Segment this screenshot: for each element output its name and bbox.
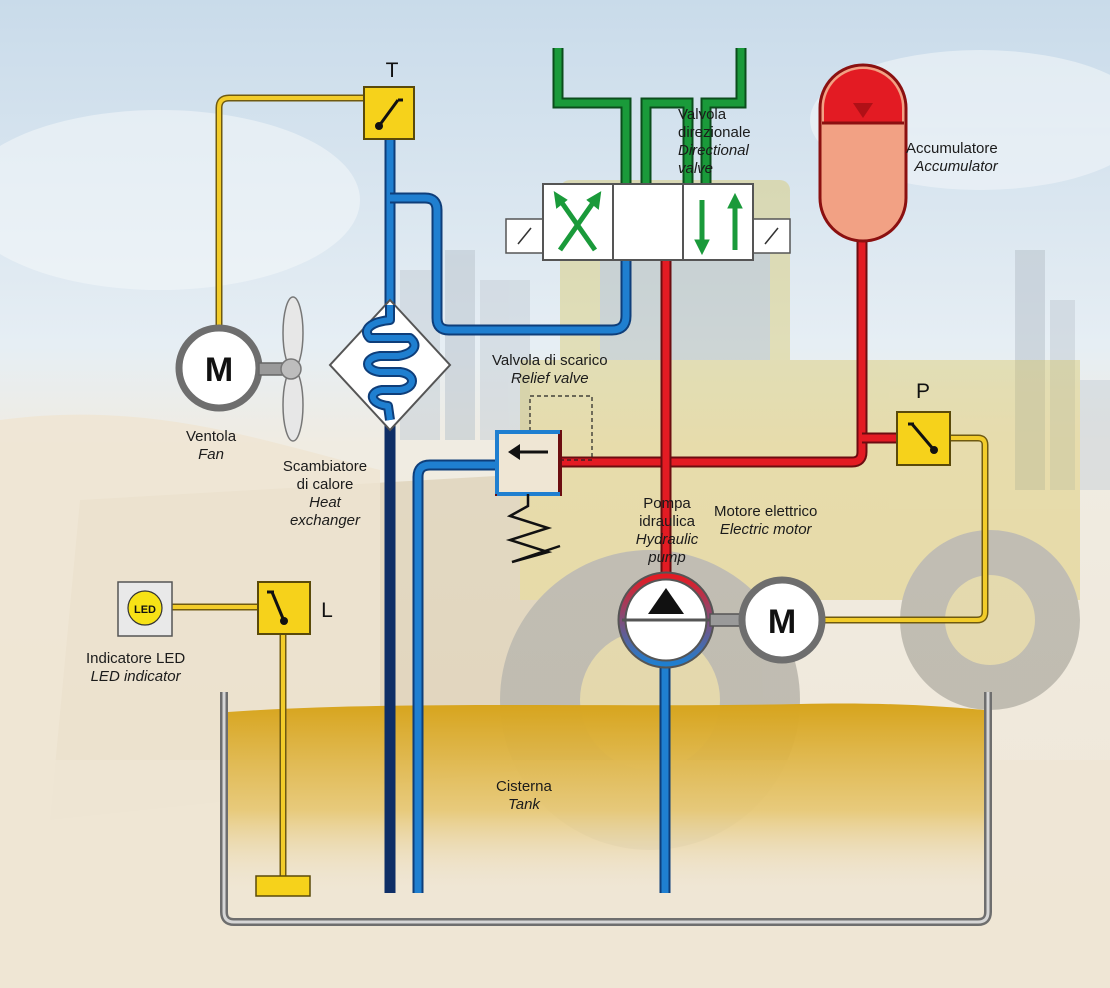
valve-cross-arrows — [553, 190, 602, 252]
level-switch[interactable] — [257, 581, 311, 635]
tank-wall-inner — [222, 692, 990, 924]
level-switch-label: L — [321, 599, 333, 622]
tank-oil — [228, 703, 984, 898]
label-hydraulic-pump: Pompa idraulica Hydraulic pump — [635, 495, 699, 566]
valve-parallel-arrows — [694, 192, 743, 256]
label-led-indicator: Indicatore LED LED indicator — [86, 650, 186, 685]
electric-motor[interactable]: M — [738, 576, 826, 664]
thermostat-label: T — [386, 59, 399, 82]
accumulator[interactable] — [818, 63, 908, 243]
directional-valve[interactable] — [505, 183, 791, 261]
level-float — [255, 875, 311, 897]
label-heat-exchanger: Scambiatore di calore Heat exchanger — [282, 458, 368, 529]
accumulator-triangle-icon — [853, 103, 873, 118]
heat-exchanger[interactable] — [328, 298, 452, 432]
relief-valve-body — [495, 430, 562, 496]
led-label: LED — [134, 604, 156, 616]
electrical-lines — [169, 94, 989, 880]
valve-solenoid-left — [505, 218, 544, 254]
hydraulic-pump[interactable] — [617, 571, 745, 669]
relief-arrow-icon — [508, 444, 520, 460]
pressure-switch[interactable] — [896, 411, 951, 466]
valve-solenoid-right — [752, 218, 791, 254]
accumulator-gas-chamber — [824, 69, 902, 123]
label-fan: Ventola Fan — [186, 428, 237, 463]
thermostat-switch[interactable] — [363, 86, 415, 140]
pressure-switch-label: P — [916, 380, 930, 403]
label-directional-valve: Valvola direzionale Directional valve — [678, 106, 751, 177]
label-accumulator: Accumulatore Accumulator — [906, 140, 998, 175]
return-lines — [384, 140, 671, 893]
relief-spring-icon — [505, 494, 561, 564]
fan-motor-symbol: M — [205, 351, 233, 389]
pump-triangle-icon — [648, 588, 684, 614]
relief-valve[interactable] — [495, 395, 593, 564]
led-indicator[interactable]: LED — [117, 581, 173, 637]
label-relief-valve: Valvola di scarico Relief valve — [492, 352, 608, 387]
label-electric-motor: Motore elettrico Electric motor — [714, 503, 818, 538]
electric-motor-symbol: M — [768, 603, 796, 641]
fan-blades-icon — [280, 296, 304, 442]
fan-motor[interactable]: M — [175, 296, 304, 442]
label-tank: Cisterna Tank — [496, 778, 552, 813]
heat-exchanger-body — [328, 298, 452, 432]
heat-exchanger-coil — [364, 305, 418, 421]
